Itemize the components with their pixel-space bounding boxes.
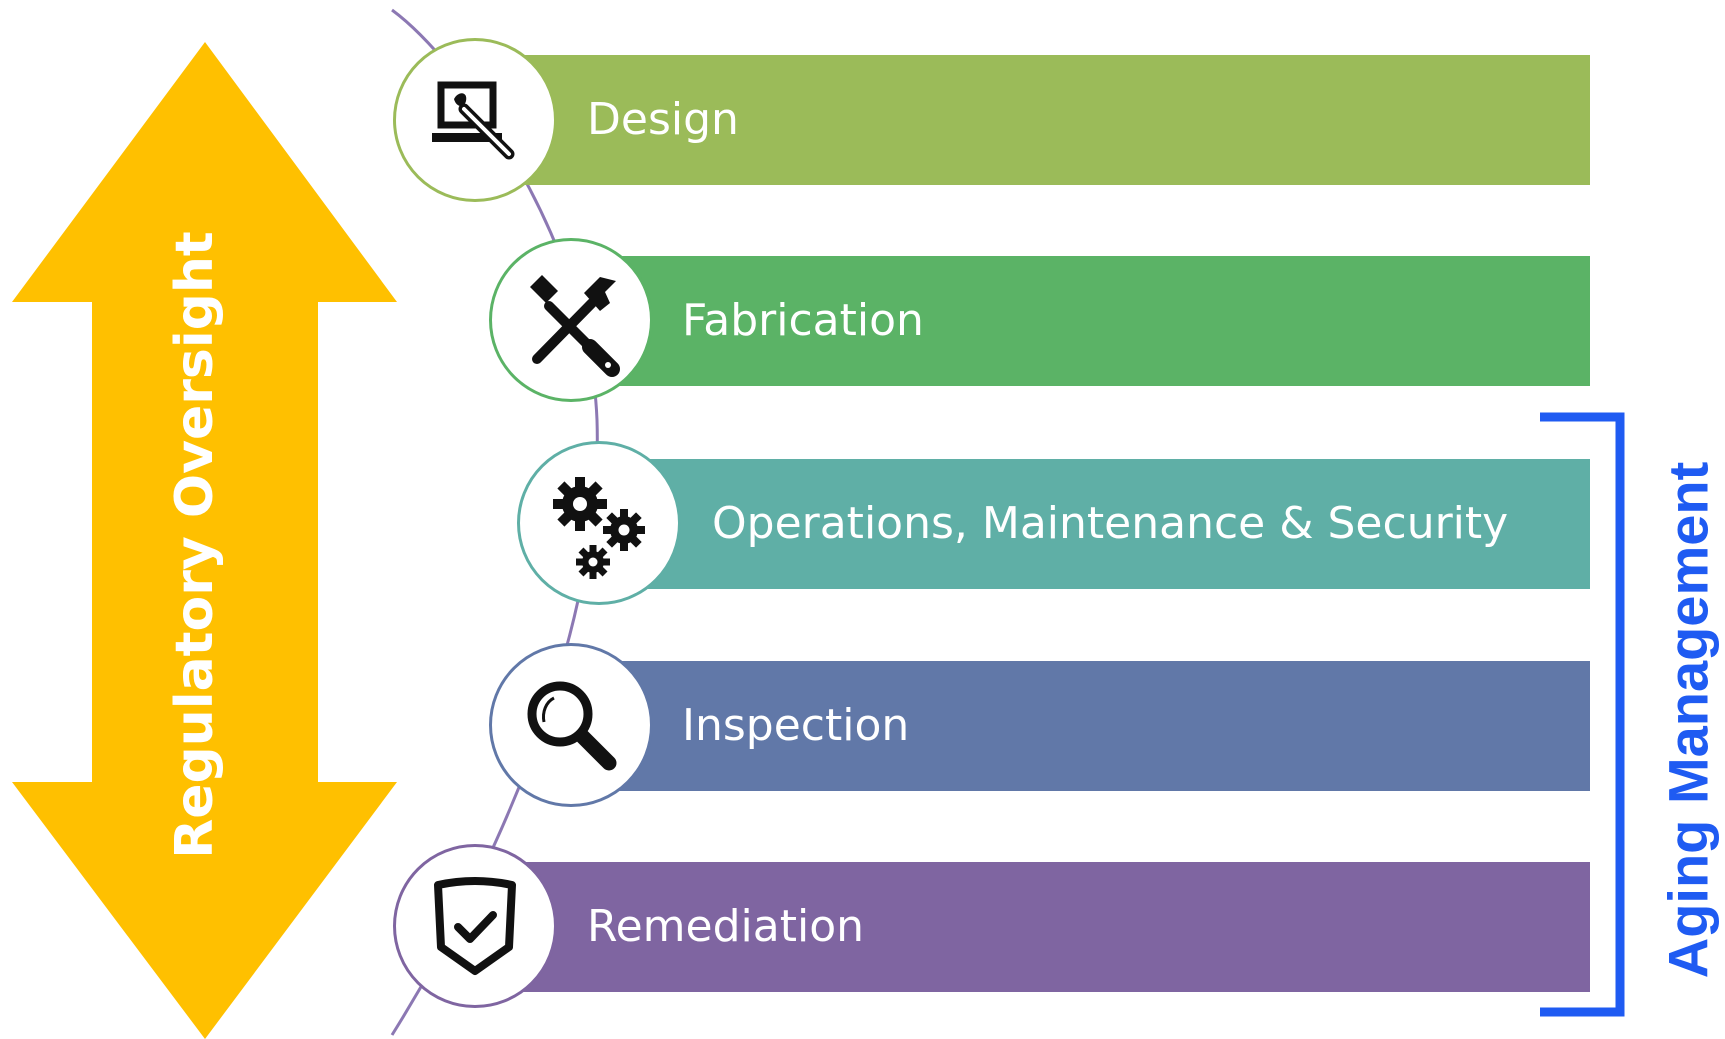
- stage-circle-design: [393, 38, 557, 202]
- stage-bar-fabrication: Fabrication: [600, 256, 1590, 386]
- laptop-design-icon: [432, 81, 515, 160]
- stage-label-design: Design: [587, 94, 739, 145]
- stage-circle-operations: [517, 441, 681, 605]
- shield-check-icon: [434, 877, 516, 975]
- stage-label-remediation: Remediation: [587, 901, 864, 952]
- stage-label-inspection: Inspection: [682, 700, 910, 751]
- stage-circle-inspection: [489, 643, 653, 807]
- stage-bar-inspection: Inspection: [600, 661, 1590, 791]
- stage-circle-remediation: [393, 844, 557, 1008]
- stage-label-fabrication: Fabrication: [682, 295, 924, 346]
- regulatory-oversight-arrow: [12, 42, 397, 1039]
- stage-bar-design: Design: [505, 55, 1590, 185]
- magnifier-icon: [527, 681, 617, 771]
- stage-circle-fabrication: [489, 238, 653, 402]
- wrench-screwdriver-icon: [530, 275, 620, 377]
- regulatory-oversight-label: Regulatory Oversight: [165, 231, 225, 859]
- stage-bar-remediation: Remediation: [505, 862, 1590, 992]
- aging-management-bracket: [1540, 412, 1625, 1017]
- stage-label-operations: Operations, Maintenance & Security: [712, 498, 1509, 549]
- gears-icon: [553, 477, 645, 579]
- stage-bar-operations: Operations, Maintenance & Security: [630, 459, 1590, 589]
- aging-management-label: Aging Management: [1656, 461, 1720, 979]
